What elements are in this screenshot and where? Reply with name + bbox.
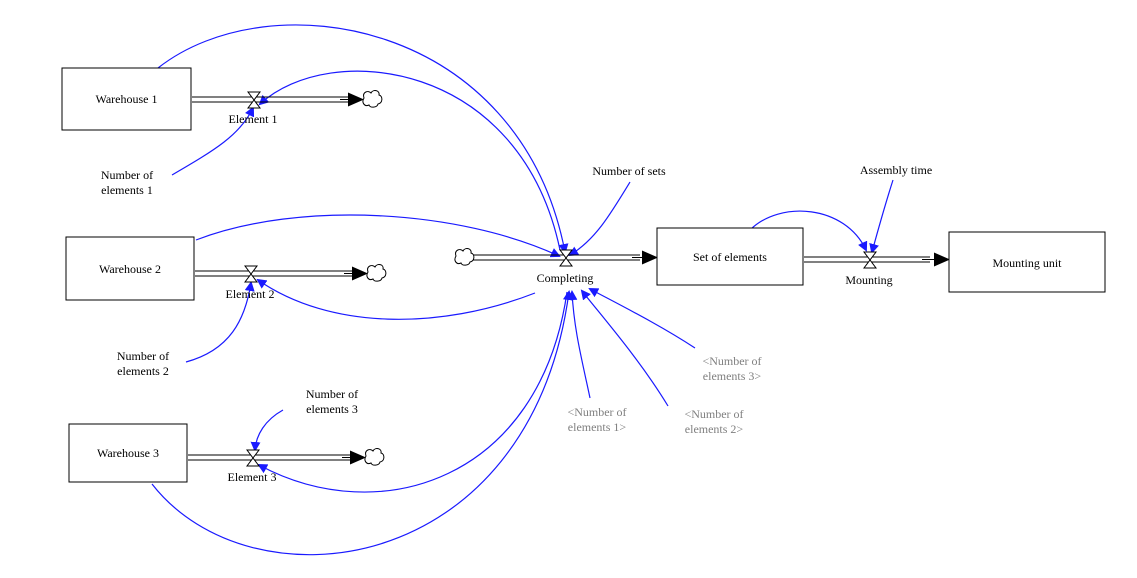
svg-text:elements 3>: elements 3> xyxy=(703,369,762,383)
svg-text:Number of: Number of xyxy=(117,349,169,363)
var-number-of-elements-3[interactable]: Number of elements 3 xyxy=(306,387,358,416)
link-completing-to-element3 xyxy=(257,291,568,493)
link-completing-to-element2 xyxy=(256,278,536,320)
stock-warehouse3-label: Warehouse 3 xyxy=(97,446,159,460)
pipe-mounting xyxy=(804,252,950,267)
link-set-of-elements-to-mounting xyxy=(749,210,868,252)
pipe-element3 xyxy=(188,450,366,465)
stock-warehouse2[interactable]: Warehouse 2 xyxy=(65,236,195,301)
shadow-number-of-elements-3[interactable]: <Number of elements 3> xyxy=(702,354,761,383)
stock-warehouse1[interactable]: Warehouse 1 xyxy=(61,67,192,131)
link-n2-to-element2 xyxy=(185,281,255,363)
valve-element3-icon xyxy=(246,449,260,467)
link-warehouse3-to-completing xyxy=(151,290,573,556)
stock-set-of-elements-label: Set of elements xyxy=(693,250,767,264)
flow-element3-label: Element 3 xyxy=(228,470,277,484)
link-n1-shadow-to-completing xyxy=(567,290,591,399)
stock-warehouse2-label: Warehouse 2 xyxy=(99,262,161,276)
valve-mounting-icon xyxy=(863,251,877,269)
var-number-of-sets[interactable]: Number of sets xyxy=(592,164,666,178)
link-n3-to-element3 xyxy=(250,409,284,452)
shadow-number-of-elements-2[interactable]: <Number of elements 2> xyxy=(684,407,743,436)
valve-completing-icon xyxy=(559,249,573,267)
var-assembly-time[interactable]: Assembly time xyxy=(860,163,932,177)
svg-text:<Number of: <Number of xyxy=(702,354,761,368)
stock-warehouse3[interactable]: Warehouse 3 xyxy=(68,423,188,483)
link-assembly-time-to-mounting xyxy=(869,179,894,254)
cloud-sink-element3-icon xyxy=(364,448,385,466)
stock-mounting-unit-label: Mounting unit xyxy=(992,256,1062,270)
link-n2-shadow-to-completing xyxy=(580,289,669,407)
flow-element2-label: Element 2 xyxy=(226,287,275,301)
stock-set-of-elements[interactable]: Set of elements xyxy=(656,227,804,286)
link-warehouse2-to-completing xyxy=(195,214,561,258)
stock-warehouse1-label: Warehouse 1 xyxy=(95,92,157,106)
cloud-sink-element1-icon xyxy=(362,90,383,108)
svg-text:elements 2>: elements 2> xyxy=(685,422,744,436)
svg-text:<Number of: <Number of xyxy=(567,405,626,419)
cloud-source-completing-icon xyxy=(454,248,475,266)
link-sets-to-completing xyxy=(568,181,631,257)
stock-mounting-unit[interactable]: Mounting unit xyxy=(948,231,1106,293)
svg-text:elements 1>: elements 1> xyxy=(568,420,627,434)
flow-pipes xyxy=(188,92,950,465)
var-number-of-elements-2[interactable]: Number of elements 2 xyxy=(117,349,169,378)
shadow-number-of-elements-1[interactable]: <Number of elements 1> xyxy=(567,405,626,434)
valve-element2-icon xyxy=(244,265,258,283)
pipe-completing xyxy=(472,250,658,265)
pipe-element1 xyxy=(192,92,364,107)
valves xyxy=(244,91,877,467)
svg-text:elements 1: elements 1 xyxy=(101,183,153,197)
svg-text:Number of: Number of xyxy=(306,387,358,401)
link-completing-to-element1 xyxy=(258,70,561,251)
flow-mounting-label: Mounting xyxy=(845,273,892,287)
link-n1-to-element1 xyxy=(171,106,255,176)
flow-element1-label: Element 1 xyxy=(229,112,278,126)
flow-completing-label: Completing xyxy=(537,271,594,285)
svg-text:<Number of: <Number of xyxy=(684,407,743,421)
svg-text:elements 3: elements 3 xyxy=(306,402,358,416)
cloud-sink-element2-icon xyxy=(366,264,387,282)
var-number-of-elements-1[interactable]: Number of elements 1 xyxy=(101,168,153,197)
clouds xyxy=(362,90,475,466)
svg-text:elements 2: elements 2 xyxy=(117,364,169,378)
valve-element1-icon xyxy=(247,91,261,109)
svg-text:Number of: Number of xyxy=(101,168,153,182)
link-n3-shadow-to-completing xyxy=(588,288,696,349)
pipe-element2 xyxy=(195,266,368,281)
causal-links xyxy=(151,24,894,556)
link-warehouse1-to-completing xyxy=(157,24,569,254)
